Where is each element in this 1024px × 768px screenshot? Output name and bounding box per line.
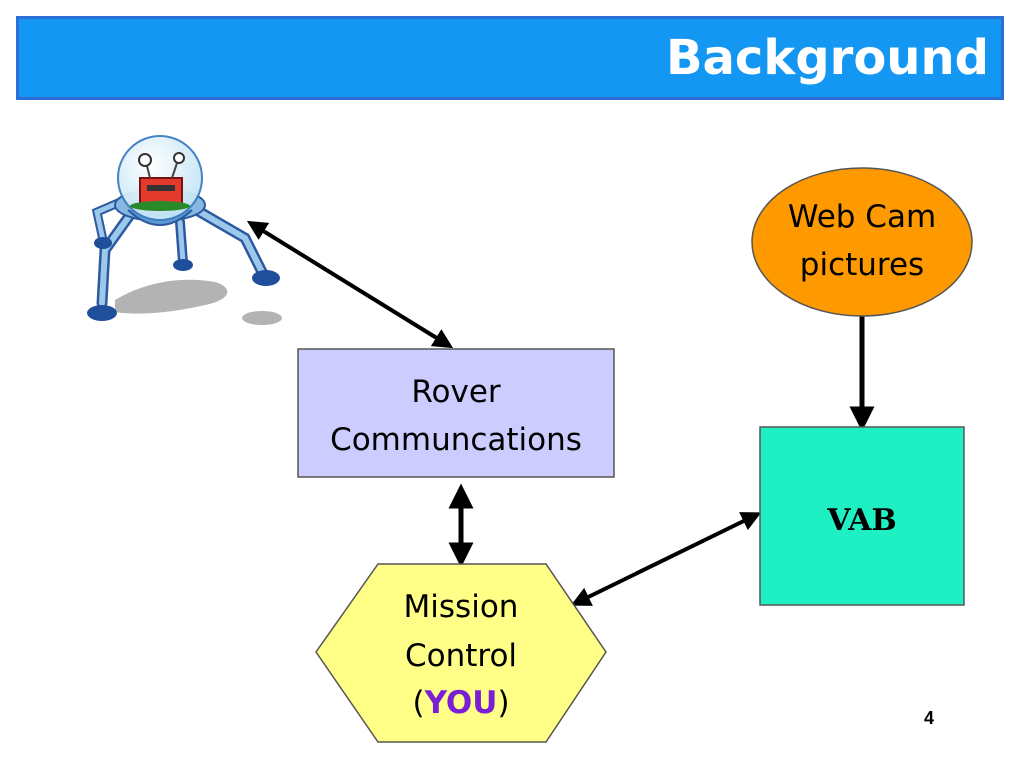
paren-close: ) (497, 685, 509, 721)
rover-eye (138, 153, 152, 167)
rover-leg-left-front-inner (99, 212, 133, 306)
paren-open: ( (412, 685, 424, 721)
vab-box (759, 426, 965, 606)
you-emphasis: YOU (424, 685, 498, 721)
mission-control-label-line2: Control (405, 638, 517, 674)
rover-foot (94, 237, 112, 249)
page-number: 4 (924, 708, 935, 728)
rover-robot-icon (87, 135, 282, 325)
rover-eye (173, 152, 185, 164)
mission-control-label-line3: (YOU) (412, 685, 509, 721)
rover-comm-label-line2: Communcations (330, 422, 582, 458)
rover-shadow (115, 279, 228, 314)
node-rover-communications: Rover Communcations (297, 348, 615, 478)
node-mission-control: Mission Control (YOU) (315, 563, 607, 743)
slide-title: Background (665, 30, 989, 86)
arrow-mission-to-vab (570, 512, 762, 606)
mission-control-hexagon (315, 563, 607, 743)
web-cam-label-line1: Web Cam (788, 199, 936, 235)
rover-foot (252, 270, 280, 286)
rover-foot (87, 305, 117, 321)
rover-foot (173, 259, 193, 271)
mission-control-label-line1: Mission (404, 589, 519, 625)
title-bar: Background (16, 16, 1004, 100)
rover-leg-right (194, 206, 268, 278)
node-vab: VAB (759, 426, 965, 606)
web-cam-label-line2: pictures (800, 247, 924, 283)
vab-label: VAB (826, 503, 897, 538)
arrow-rover-to-comm (246, 220, 454, 349)
rover-comm-box (297, 348, 615, 478)
rover-robot-panel (147, 185, 175, 191)
rover-leg-middle-inner (177, 219, 186, 265)
rover-deck (130, 201, 190, 211)
node-web-cam: Web Cam pictures (751, 167, 973, 317)
rover-comm-label-line1: Rover (411, 374, 501, 410)
rover-shadow-foot (242, 311, 282, 325)
web-cam-ellipse (751, 167, 973, 317)
